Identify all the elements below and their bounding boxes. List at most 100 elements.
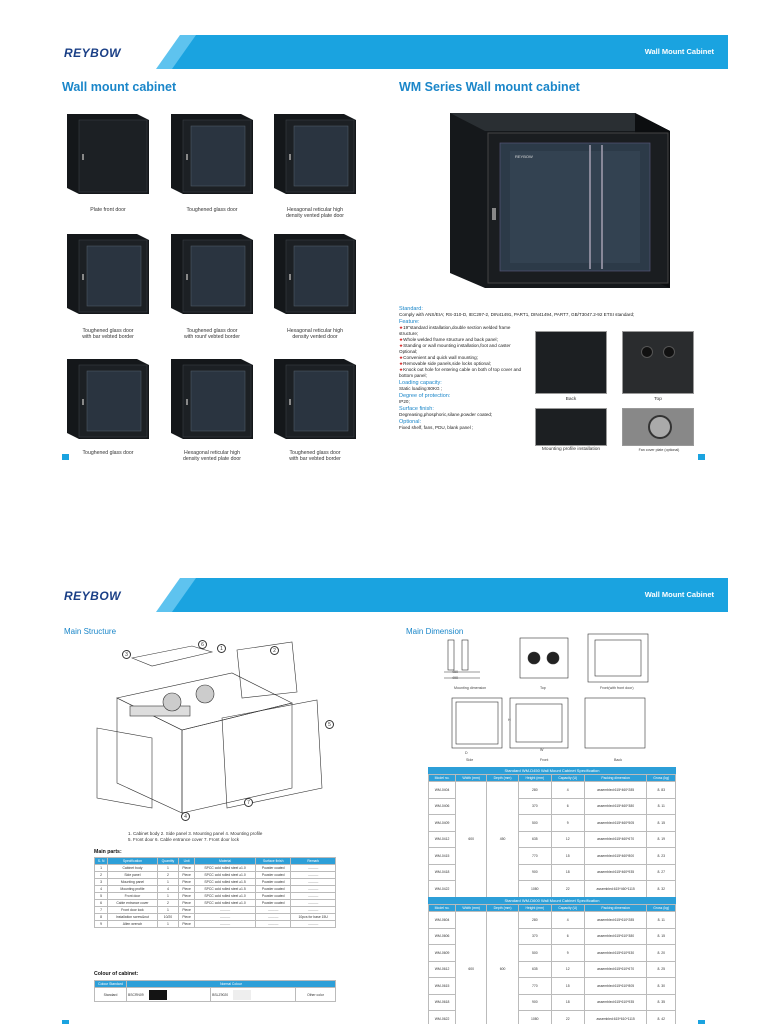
gross-cell: 8. 35: [646, 993, 676, 1011]
feature-text: Standing or wall mounting installation,f…: [399, 343, 511, 354]
dim-d-label: D: [465, 751, 468, 755]
spec-table-d600: Standard WM-D600 Wall Mount Cabinet Spec…: [427, 897, 676, 1024]
structure-legend: 1. Cabinet body 2. Side panel 3. Mountin…: [128, 831, 262, 843]
colour-standard-header: Colour Standard: [94, 980, 127, 988]
feature-item: ★Knock out hole for entering cable on bo…: [399, 367, 529, 379]
colour-black-code: BSCRN09: [128, 992, 144, 997]
star-icon: ★: [399, 355, 404, 360]
table-cell: ———: [290, 864, 336, 872]
black-swatch: [148, 989, 167, 1000]
cabinet-image: [167, 110, 255, 196]
colour-header-row: Colour Standard Normal Colour: [94, 980, 336, 988]
table-cell: ———: [290, 899, 336, 907]
colour-standard-cell: Standard: [94, 987, 127, 1002]
model-cell: WM-0412: [427, 830, 457, 848]
spec-header-cell: Model no.: [427, 904, 457, 912]
normal-colour-header: Normal Colour: [126, 980, 336, 988]
table-cell: Cabinet body: [107, 864, 158, 872]
depth-cell: 450: [486, 781, 519, 898]
spec-header-cell: Gross (kg): [646, 904, 676, 912]
table-cell: ———: [290, 871, 336, 879]
packing-cell: assembled:615*610*935: [583, 993, 648, 1011]
colour-row: Standard BSCRN09 BSLZ9020 Other color: [94, 987, 337, 1002]
width-cell: 600: [455, 781, 488, 898]
callout-number: 2: [270, 646, 279, 655]
table-cell: 10pcs for base 15U: [290, 913, 336, 921]
height-cell: 1080: [517, 880, 552, 898]
table-cell: Mounting profile: [107, 885, 158, 893]
mounting-profile-photo: [535, 408, 607, 446]
star-icon: ★: [399, 361, 404, 366]
gross-cell: 8. 27: [646, 863, 676, 881]
cabinet-image: [167, 230, 255, 316]
front-view-label: Front: [540, 758, 549, 762]
gross-cell: 8. 32: [646, 880, 676, 898]
gross-cell: 8. 30: [646, 977, 676, 995]
cabinet-image: [270, 355, 358, 441]
table-cell: 10/20: [156, 913, 180, 921]
top-view-label: Top: [540, 686, 546, 690]
feature-item: ★Standing or wall mounting installation,…: [399, 343, 529, 355]
table-cell: ———: [193, 920, 257, 928]
parts-header-cell: Surface finish: [255, 857, 292, 865]
parts-header-cell: Remark: [290, 857, 336, 865]
height-cell: 500: [517, 944, 552, 962]
page-mark-left: [62, 454, 69, 460]
page-mark-left: [62, 1020, 69, 1024]
gross-cell: 8. 19: [646, 830, 676, 848]
packing-cell: assembled:615*460*380: [583, 797, 648, 815]
table-cell: SPCC cold rolled steel ≥1.0: [193, 871, 257, 879]
feature-text: Convenient and quick wall mounting;: [403, 355, 478, 360]
capacity-cell: 18: [550, 993, 585, 1011]
packing-cell: assembled:615*610*530: [583, 944, 648, 962]
gross-cell: 8. 11: [646, 797, 676, 815]
table-cell: ———: [193, 906, 257, 914]
table-cell: 3: [93, 878, 109, 886]
height-cell: 635: [517, 830, 552, 848]
cabinet-label: Hexagonal reticular high density vented …: [287, 328, 343, 340]
main-structure-title: Main Structure: [64, 627, 117, 636]
table-cell: Powder coated: [255, 892, 292, 900]
table-cell: Piece: [178, 899, 195, 907]
packing-cell: assembled:615*610*805: [583, 977, 648, 995]
table-cell: 5: [93, 892, 109, 900]
depth-cell: 600: [486, 911, 519, 1024]
legend-line-1: 1. Cabinet body 2. Side panel 3. Mountin…: [128, 831, 263, 836]
dim-label-450: 450: [452, 670, 458, 674]
spec-block: Standard: Comply with ANS/EIA; RS-310-D,…: [399, 305, 634, 431]
spec-header-cell: Width (mm): [455, 774, 488, 782]
table-cell: 1: [156, 920, 180, 928]
model-cell: WM-0604: [427, 911, 457, 929]
feature-item: ★Whole welded frame structure and back p…: [399, 337, 529, 343]
top-photo: [622, 331, 694, 394]
capacity-cell: 4: [550, 911, 585, 929]
header-wedge: [38, 35, 183, 69]
capacity-cell: 18: [550, 863, 585, 881]
model-cell: WM-0622: [427, 1010, 457, 1024]
callout-number: 4: [181, 812, 190, 821]
height-cell: 370: [517, 927, 552, 945]
feature-text: Knock out hole for entering cable on bot…: [399, 367, 522, 378]
colour-grey-code: BSLZ9020: [212, 992, 229, 997]
table-cell: 7: [93, 906, 109, 914]
parts-header-cell: Quantity: [156, 857, 180, 865]
spec-header-row: Model no.Width (mm)Depth (mm)Height (mm)…: [427, 904, 676, 912]
table-cell: 1: [156, 906, 180, 914]
colour-grey-cell: BSLZ9020: [210, 987, 296, 1002]
spec-table-caption: Standard WM-D600 Wall Mount Cabinet Spec…: [428, 897, 676, 904]
protection-text: IP20;: [399, 399, 410, 404]
table-cell: Piece: [178, 878, 195, 886]
table-cell: 1: [93, 864, 109, 872]
